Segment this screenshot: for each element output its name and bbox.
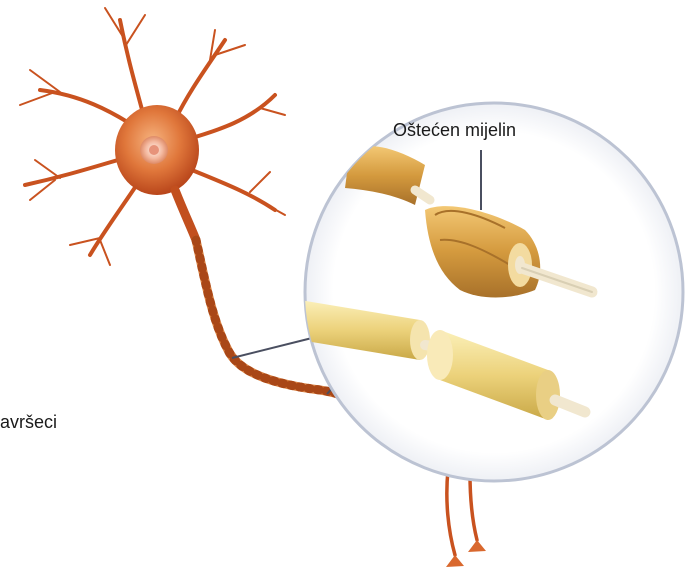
damaged-myelin-label: Oštećen mijelin xyxy=(393,121,516,139)
nerve-endings-label: avršeci xyxy=(0,413,57,431)
cell-body xyxy=(115,105,199,195)
magnified-view xyxy=(300,103,683,481)
